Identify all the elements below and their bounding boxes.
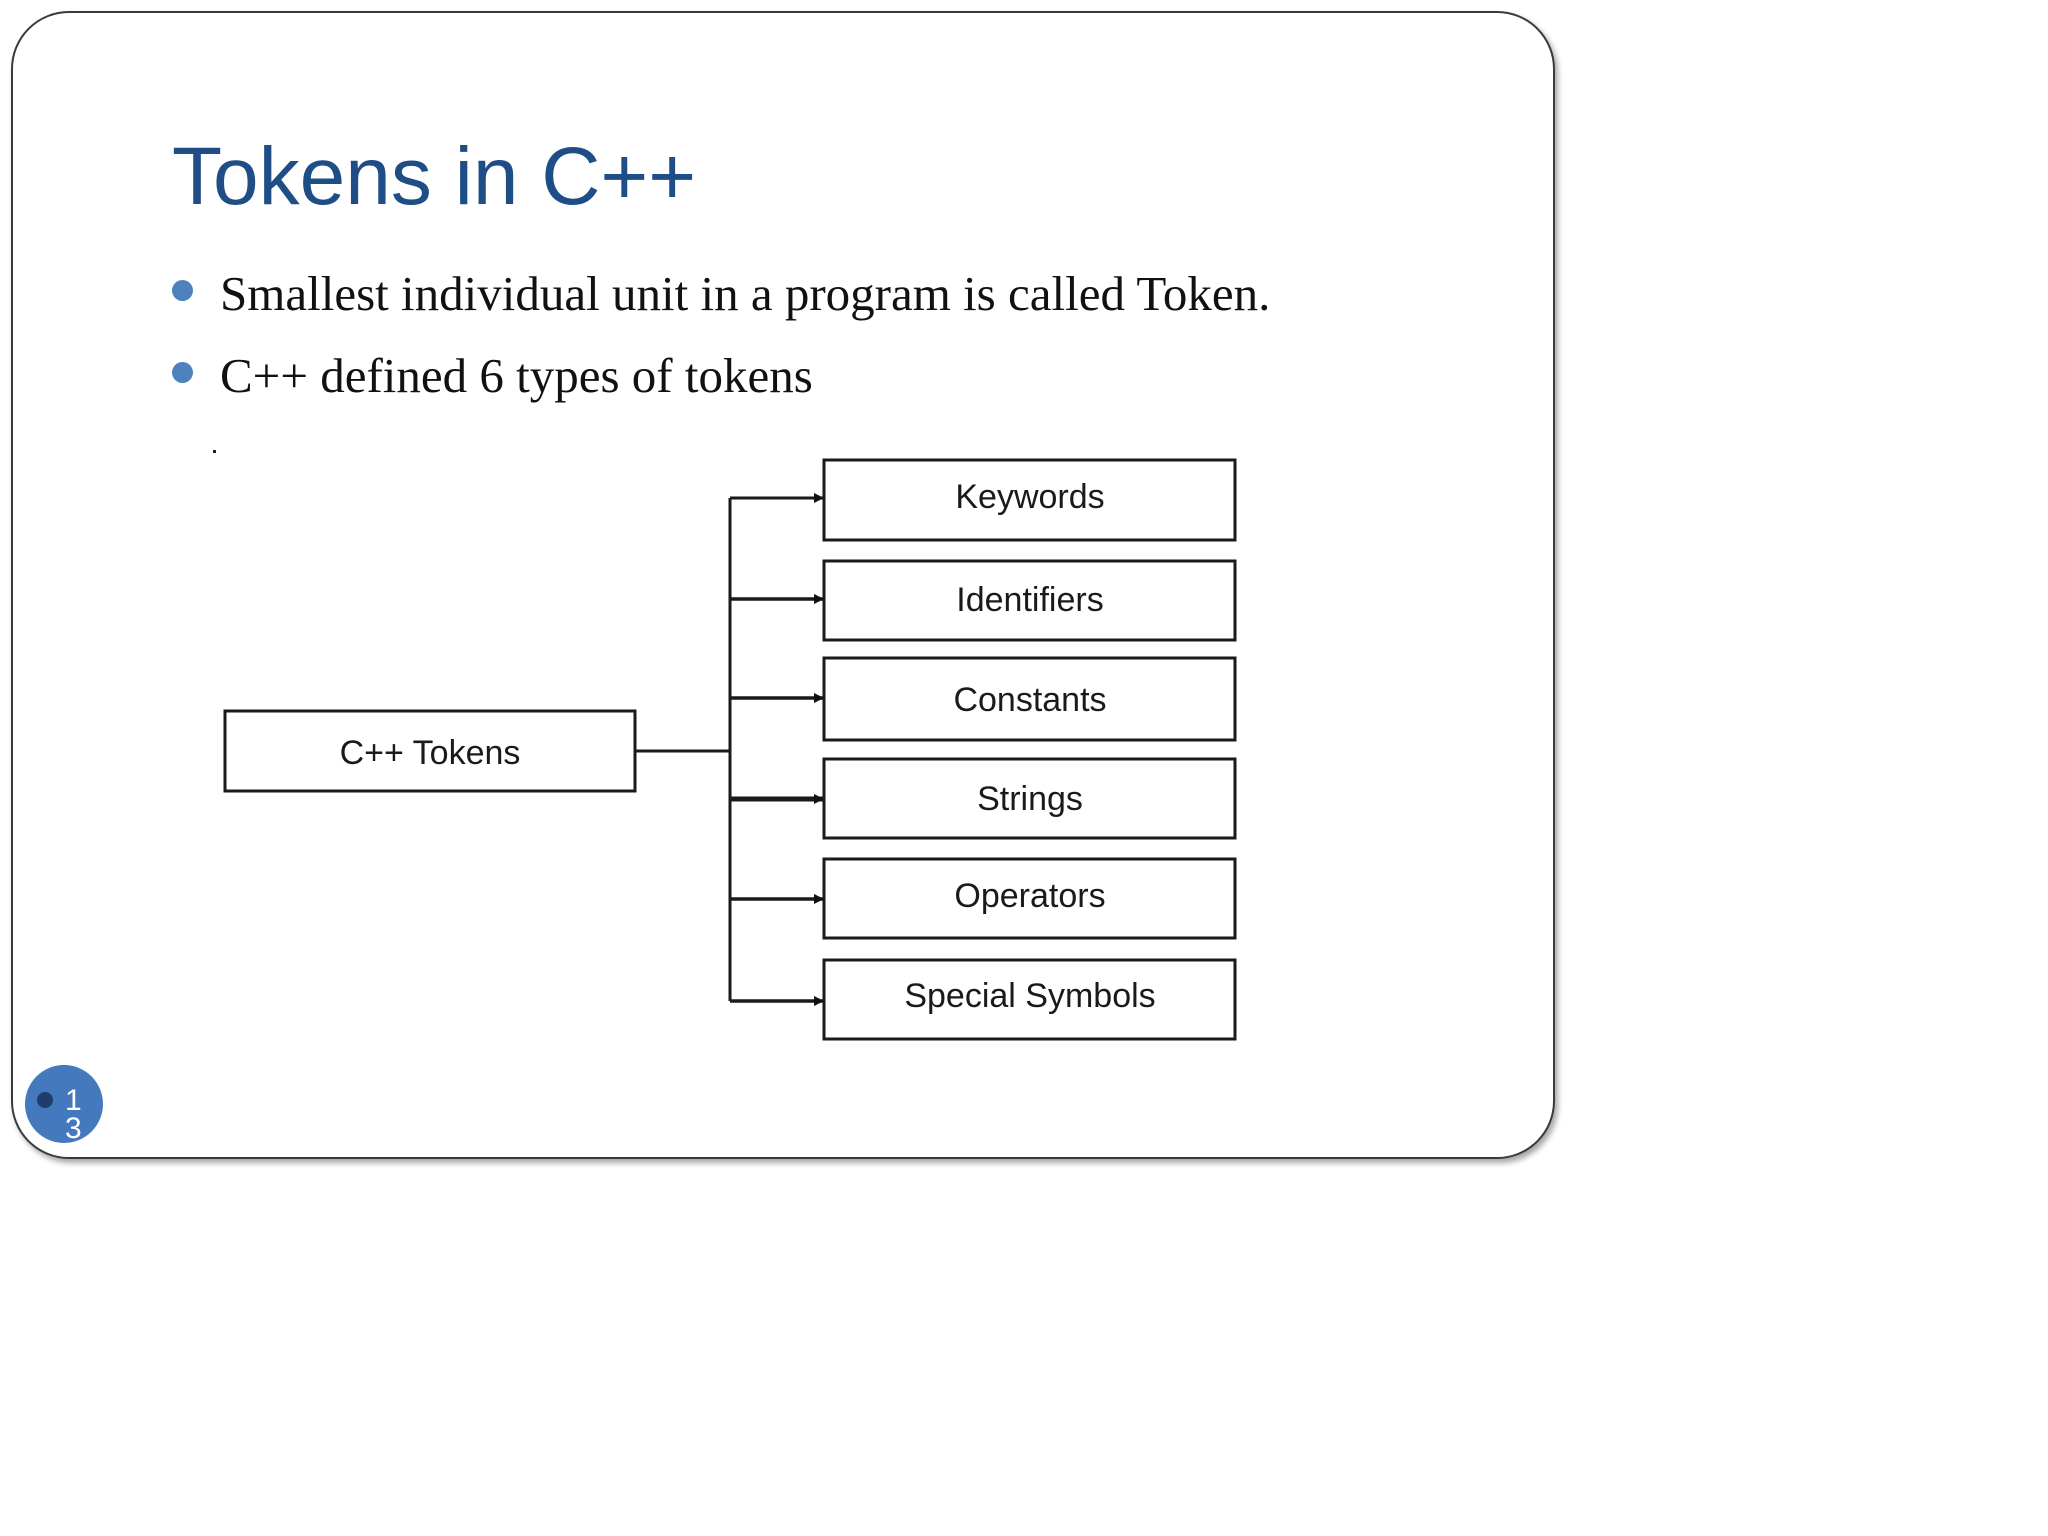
root-node: C++ Tokens	[223, 709, 637, 793]
child-node-label: Identifiers	[956, 581, 1103, 619]
slide-frame	[11, 11, 1555, 1159]
child-node-label: Special Symbols	[904, 977, 1155, 1015]
bullet-text: C++ defined 6 types of tokens	[220, 348, 813, 403]
child-node-strings: Strings	[822, 757, 1237, 840]
bullet-icon	[172, 280, 193, 301]
child-node-label: Operators	[954, 877, 1105, 915]
child-node-special-symbols: Special Symbols	[822, 958, 1237, 1041]
stray-dot	[213, 450, 216, 453]
slide-title: Tokens in C++	[172, 131, 697, 222]
bullet-icon	[172, 362, 193, 383]
bullet-text: Smallest individual unit in a program is…	[220, 266, 1271, 321]
badge-dot-icon	[37, 1092, 53, 1108]
token-diagram: C++ Tokens Keywords Identifiers Constant…	[223, 458, 1237, 1041]
bullet-item: Smallest individual unit in a program is…	[172, 262, 1422, 344]
child-node-constants: Constants	[822, 656, 1237, 742]
bullet-item: C++ defined 6 types of tokens	[172, 344, 1422, 426]
child-node-identifiers: Identifiers	[822, 559, 1237, 642]
page-number-badge: 13	[25, 1065, 103, 1143]
page-number: 13	[65, 1087, 82, 1143]
child-node-keywords: Keywords	[822, 458, 1237, 542]
bullet-list: Smallest individual unit in a program is…	[172, 262, 1422, 426]
root-node-label: C++ Tokens	[340, 734, 521, 772]
child-node-operators: Operators	[822, 857, 1237, 940]
child-node-label: Constants	[953, 681, 1106, 719]
child-node-label: Keywords	[955, 478, 1104, 516]
child-node-label: Strings	[977, 780, 1083, 818]
